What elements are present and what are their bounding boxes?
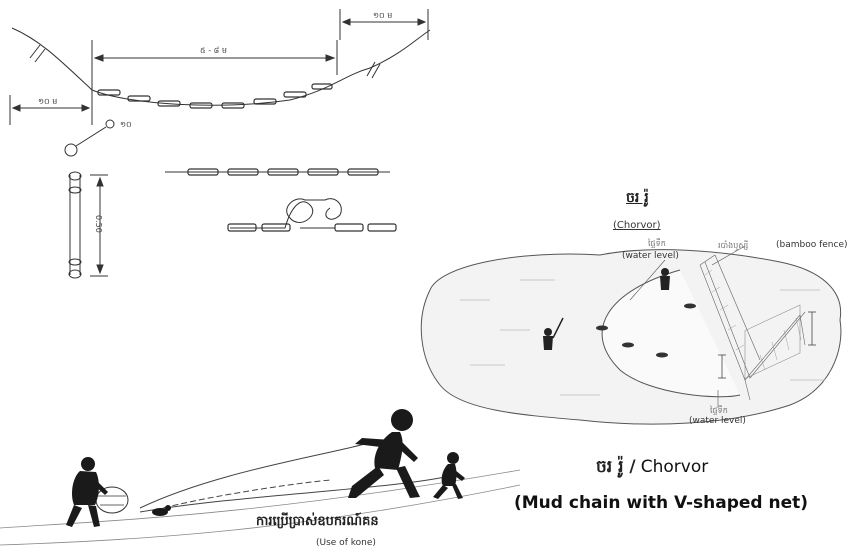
chorvor-title-english: (Chorvor) (613, 220, 661, 231)
bamboo-fence-label: (bamboo fence) (776, 240, 848, 250)
chorvor-caption-english: (Mud chain with V-shaped net) (514, 493, 809, 513)
kone-caption-khmer: ការប្រើប្រាស់ឧបករណ៍គន (256, 514, 379, 529)
water-level-label-top: (water level) (622, 251, 679, 261)
chorvor-caption-latin: Chorvor (640, 457, 709, 477)
chorvor-caption-khmer: ចរ រ៉ូ / (596, 457, 636, 477)
dimension-label-middle: ៥ - ៨ ម (200, 46, 227, 55)
kone-caption-english: (Use of kone) (316, 538, 376, 548)
chorvor-title-khmer: ចរ រ៉ូ (626, 190, 649, 206)
chorvor-caption-line: ចរ រ៉ូ / Chorvor (596, 456, 708, 481)
dimension-label-small: ១០ (120, 120, 132, 129)
water-level-label-bottom-khmer: ផ្ទៃទឹក (710, 406, 728, 415)
water-level-label-top-khmer: ផ្ទៃទឹក (648, 239, 666, 248)
dimension-label-left: ១០ ម (38, 97, 58, 106)
water-level-label-bottom: (water level) (689, 416, 746, 426)
bamboo-fence-label-khmer: របាំងឬស្សី (718, 241, 749, 250)
dimension-label-right: ១០ ម (373, 11, 393, 20)
